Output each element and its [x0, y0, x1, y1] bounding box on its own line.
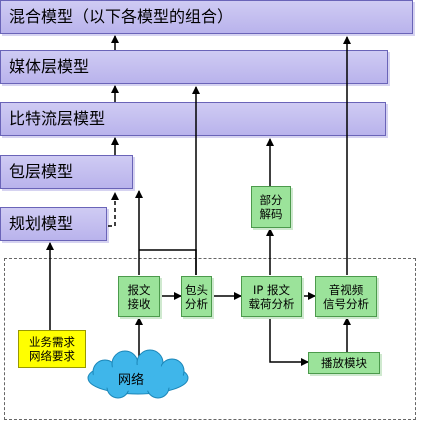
bitstream-layer-label: 比特流层模型: [9, 109, 106, 128]
media-layer-model: 媒体层模型: [0, 50, 388, 84]
message-receive-box: 报文 接收: [118, 276, 160, 317]
header-analysis-box: 包头 分析: [181, 276, 212, 317]
planning-model-label: 规划模型: [9, 214, 74, 233]
planning-model: 规划模型: [0, 207, 107, 241]
packet-layer-model: 包层模型: [0, 155, 133, 189]
av-signal-analysis-box: 音视频 信号分析: [315, 276, 377, 317]
hybrid-model-label: 混合模型（以下各模型的组合）: [9, 7, 234, 26]
requirements-box: 业务需求 网络要求: [18, 330, 86, 368]
hybrid-model-layer: 混合模型（以下各模型的组合）: [0, 0, 413, 34]
playback-module-box: 播放模块: [308, 352, 380, 374]
network-cloud: [87, 349, 189, 399]
packet-layer-label: 包层模型: [9, 162, 74, 181]
ip-payload-analysis-box: IP 报文 载荷分析: [241, 276, 302, 317]
network-label: 网络: [118, 373, 145, 388]
partial-decode-box: 部分 解码: [251, 186, 291, 228]
bitstream-layer-model: 比特流层模型: [0, 102, 386, 136]
processing-region: [4, 258, 416, 420]
media-layer-label: 媒体层模型: [9, 57, 90, 76]
